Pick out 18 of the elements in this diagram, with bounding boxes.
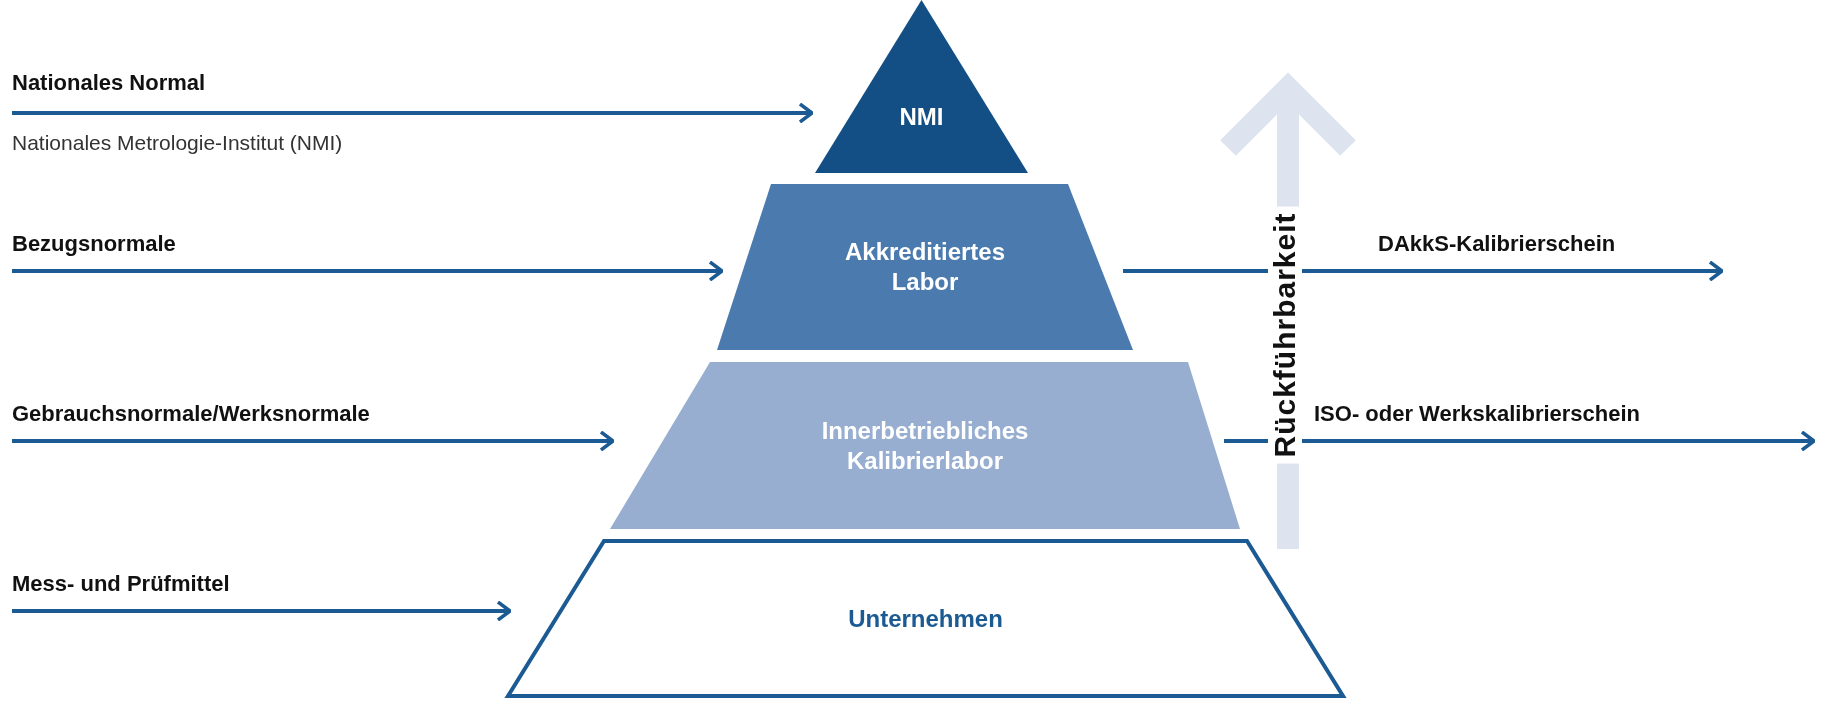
arrow [1224,430,1816,452]
level-label: Mess- und Prüfmittel [12,571,230,597]
axis-label: Rückführbarkeit [1268,206,1302,464]
arrow [12,430,615,452]
level-title: Unternehmen [848,603,1003,634]
level-title: Akkreditiertes Labor [843,237,1007,297]
level-title: NMI [899,101,944,132]
level-label: Gebrauchsnormale/Werksnormale [12,401,370,427]
level-label: DAkkS-Kalibrierschein [1378,231,1616,257]
level-label: ISO- oder Werkskalibrierschein [1314,401,1641,427]
arrow [12,102,814,124]
level-label: Bezugsnormale [12,231,176,257]
level-description: Nationales Metrologie-Institut (NMI) [12,130,343,156]
arrow [12,600,512,622]
level-label: Nationales Normal [12,70,206,96]
arrow [1123,260,1724,282]
level-title: Innerbetriebliches Kalibrierlabor [820,415,1030,476]
arrow [12,260,724,282]
